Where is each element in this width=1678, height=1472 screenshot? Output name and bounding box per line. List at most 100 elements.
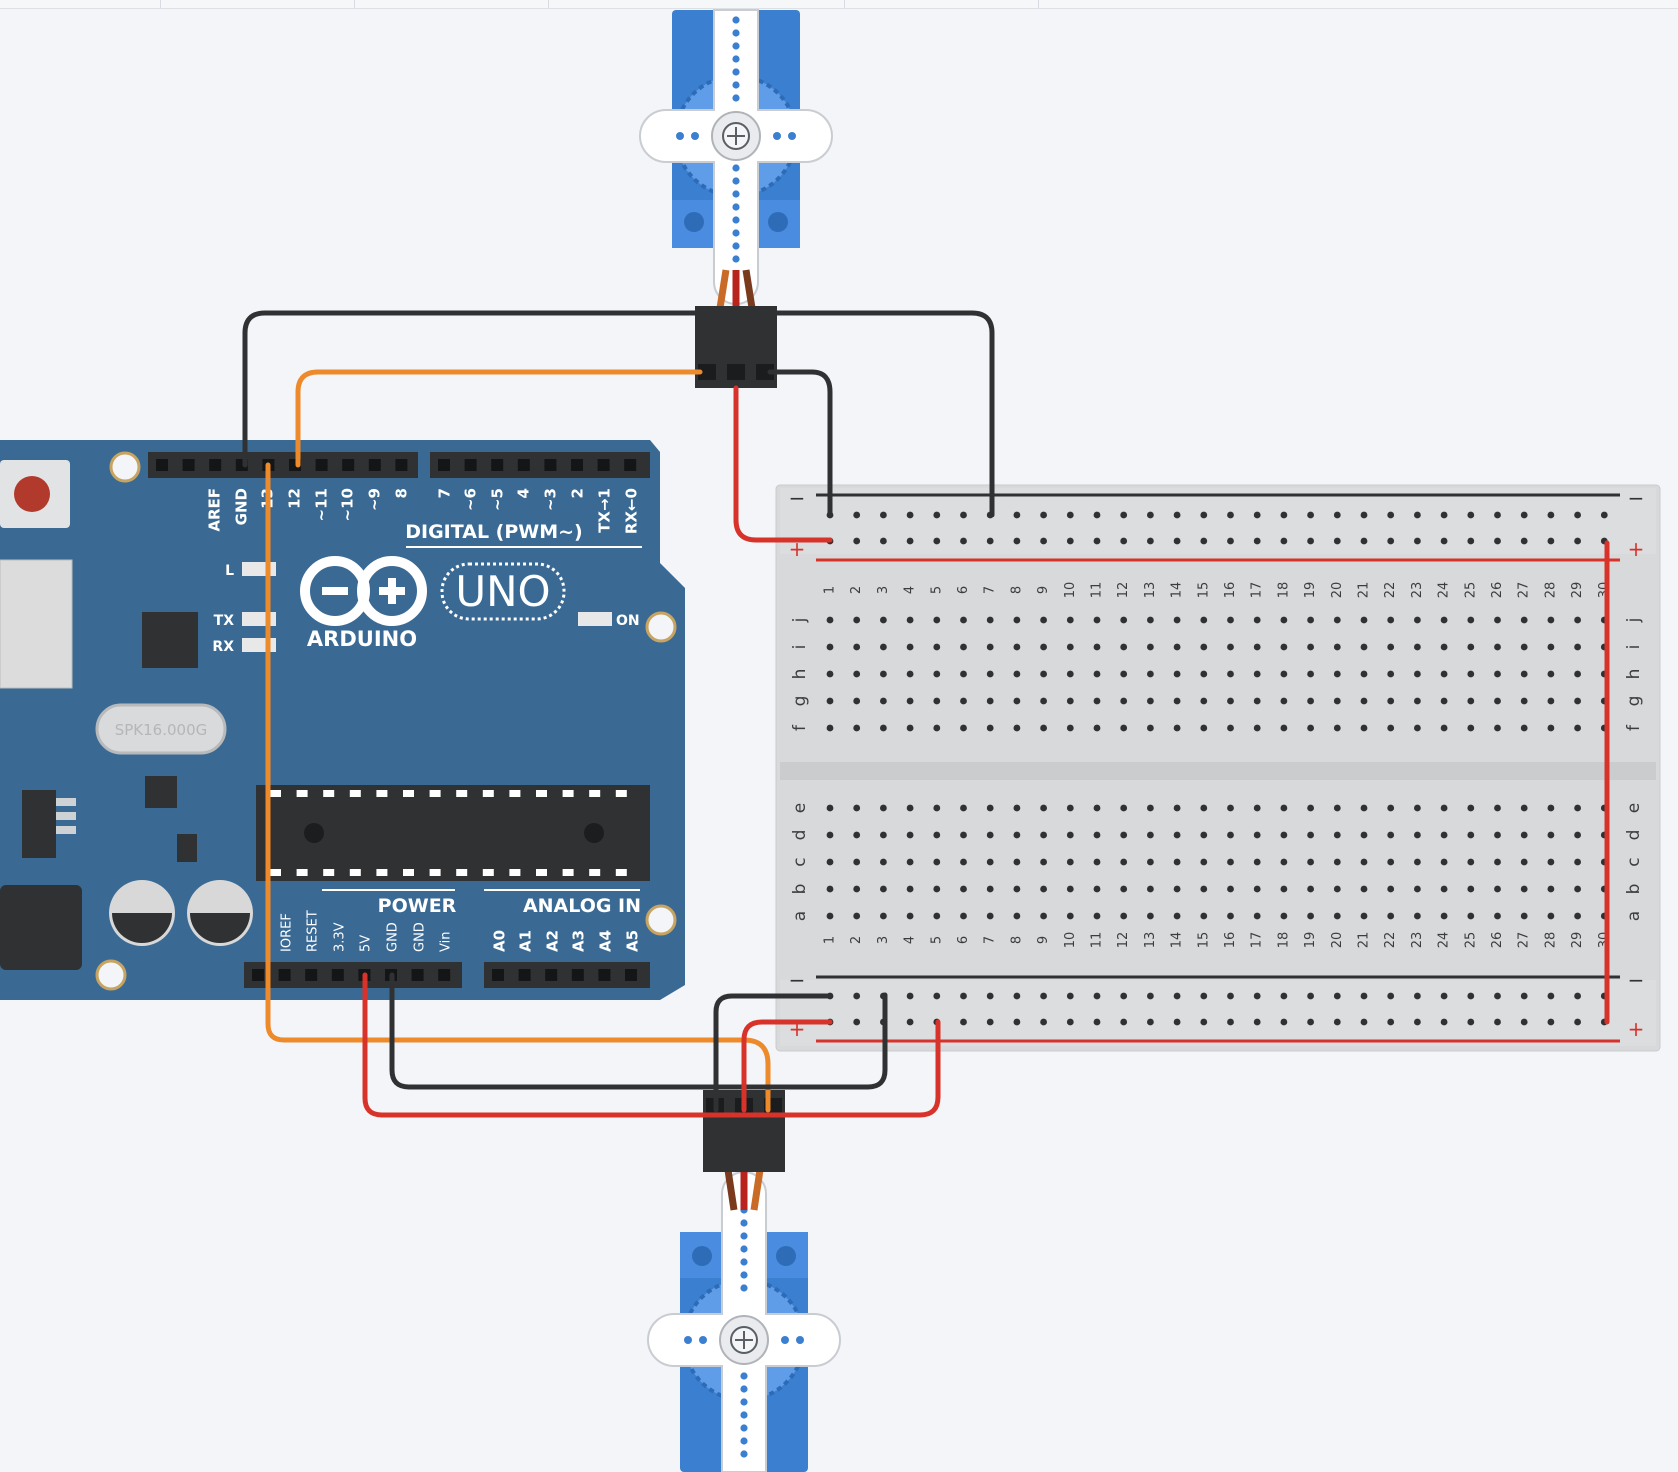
- breadboard-hole[interactable]: [933, 724, 941, 732]
- breadboard-hole[interactable]: [1253, 912, 1261, 920]
- rail-bottom-hole[interactable]: [933, 992, 941, 1000]
- rail-bottom-hole[interactable]: [1574, 992, 1581, 1000]
- breadboard-hole[interactable]: [1440, 912, 1448, 920]
- header-pin-socket[interactable]: [252, 969, 264, 981]
- wire-pin13-to-bottom-servo-signal[interactable]: [265, 462, 771, 1113]
- rail-top-hole[interactable]: [1147, 537, 1154, 545]
- rail-bottom-hole[interactable]: [1414, 1018, 1421, 1026]
- breadboard-hole[interactable]: [1040, 831, 1047, 839]
- breadboard[interactable]: 1122334455667788991010111112121313141415…: [775, 484, 1661, 1052]
- breadboard-hole[interactable]: [1066, 858, 1074, 866]
- breadboard-hole[interactable]: [986, 912, 994, 920]
- rail-top-hole[interactable]: [1520, 537, 1528, 545]
- breadboard-hole[interactable]: [1280, 912, 1288, 920]
- rail-bottom-hole[interactable]: [1307, 1018, 1314, 1026]
- breadboard-hole[interactable]: [1173, 724, 1181, 732]
- breadboard-hole[interactable]: [1253, 616, 1261, 624]
- rail-top-hole[interactable]: [1227, 537, 1234, 545]
- breadboard-hole[interactable]: [1467, 858, 1475, 866]
- header-pin-socket[interactable]: [156, 459, 168, 471]
- breadboard-hole[interactable]: [1093, 670, 1101, 678]
- breadboard-hole[interactable]: [1227, 804, 1234, 812]
- breadboard-hole[interactable]: [986, 670, 994, 678]
- rail-bottom-hole[interactable]: [1093, 1018, 1101, 1026]
- breadboard-hole[interactable]: [1120, 616, 1128, 624]
- servo-top-connector[interactable]: [695, 306, 777, 388]
- breadboard-hole[interactable]: [1547, 885, 1555, 893]
- header-pin-socket[interactable]: [492, 969, 504, 981]
- rail-top-hole[interactable]: [906, 537, 914, 545]
- breadboard-hole[interactable]: [1414, 831, 1421, 839]
- breadboard-hole[interactable]: [1120, 724, 1128, 732]
- rail-bottom-hole[interactable]: [1227, 1018, 1234, 1026]
- breadboard-hole[interactable]: [1280, 697, 1288, 705]
- breadboard-hole[interactable]: [1307, 697, 1314, 705]
- breadboard-hole[interactable]: [1147, 697, 1154, 705]
- rail-bottom-hole[interactable]: [1467, 992, 1475, 1000]
- rail-top-hole[interactable]: [880, 537, 887, 545]
- header-pin-socket[interactable]: [464, 459, 477, 471]
- breadboard-hole[interactable]: [1066, 912, 1074, 920]
- breadboard-hole[interactable]: [1574, 616, 1581, 624]
- rail-bottom-hole[interactable]: [1173, 1018, 1181, 1026]
- breadboard-hole[interactable]: [826, 643, 834, 651]
- breadboard-hole[interactable]: [906, 724, 914, 732]
- breadboard-hole[interactable]: [1494, 616, 1501, 624]
- header-pin-socket[interactable]: [438, 969, 451, 981]
- breadboard-hole[interactable]: [1307, 804, 1314, 812]
- breadboard-hole[interactable]: [1200, 724, 1208, 732]
- rail-bottom-hole[interactable]: [960, 992, 967, 1000]
- arduino-uno-board[interactable]: SPK16.000G L TX RX ON ARDUINO UNO: [0, 440, 685, 1000]
- header-pin-socket[interactable]: [517, 459, 530, 471]
- rail-top-hole[interactable]: [960, 511, 967, 519]
- header-pin-socket[interactable]: [342, 459, 355, 471]
- breadboard-hole[interactable]: [880, 831, 887, 839]
- rail-top-hole[interactable]: [1280, 511, 1288, 519]
- header-pin-socket[interactable]: [395, 459, 408, 471]
- breadboard-hole[interactable]: [1040, 724, 1047, 732]
- breadboard-hole[interactable]: [1253, 858, 1261, 866]
- rail-top-hole[interactable]: [1387, 511, 1395, 519]
- rail-top-hole[interactable]: [933, 537, 941, 545]
- rail-top-hole[interactable]: [1093, 537, 1101, 545]
- breadboard-hole[interactable]: [1280, 804, 1288, 812]
- breadboard-hole[interactable]: [1360, 885, 1368, 893]
- breadboard-hole[interactable]: [826, 912, 834, 920]
- header-pin-socket[interactable]: [545, 969, 558, 981]
- breadboard-hole[interactable]: [853, 670, 861, 678]
- breadboard-hole[interactable]: [1467, 697, 1475, 705]
- breadboard-hole[interactable]: [853, 858, 861, 866]
- rail-top-hole[interactable]: [853, 537, 861, 545]
- wire-top-servo-power-to-rail[interactable]: [733, 385, 833, 543]
- rail-top-hole[interactable]: [1173, 537, 1181, 545]
- rail-bottom-hole[interactable]: [1173, 992, 1181, 1000]
- wire-top-servo-gnd-to-rail[interactable]: [767, 369, 833, 518]
- breadboard-hole[interactable]: [1333, 912, 1341, 920]
- breadboard-hole[interactable]: [1040, 643, 1047, 651]
- rail-top-hole[interactable]: [1494, 537, 1501, 545]
- breadboard-hole[interactable]: [1494, 643, 1501, 651]
- rail-bottom-hole[interactable]: [1280, 1018, 1288, 1026]
- breadboard-hole[interactable]: [1227, 643, 1234, 651]
- rail-top-hole[interactable]: [1520, 511, 1528, 519]
- breadboard-hole[interactable]: [906, 885, 914, 893]
- breadboard-hole[interactable]: [1307, 724, 1314, 732]
- breadboard-hole[interactable]: [1494, 831, 1501, 839]
- breadboard-hole[interactable]: [1200, 616, 1208, 624]
- breadboard-hole[interactable]: [1173, 697, 1181, 705]
- rail-bottom-hole[interactable]: [1333, 992, 1341, 1000]
- breadboard-hole[interactable]: [906, 697, 914, 705]
- breadboard-hole[interactable]: [1574, 724, 1581, 732]
- breadboard-hole[interactable]: [1120, 804, 1128, 812]
- breadboard-hole[interactable]: [1013, 724, 1021, 732]
- breadboard-hole[interactable]: [933, 858, 941, 866]
- breadboard-hole[interactable]: [1520, 858, 1528, 866]
- breadboard-hole[interactable]: [1360, 831, 1368, 839]
- breadboard-hole[interactable]: [1066, 831, 1074, 839]
- breadboard-hole[interactable]: [933, 616, 941, 624]
- breadboard-hole[interactable]: [1013, 643, 1021, 651]
- rail-bottom-hole[interactable]: [1333, 1018, 1341, 1026]
- breadboard-hole[interactable]: [880, 858, 887, 866]
- breadboard-hole[interactable]: [1280, 670, 1288, 678]
- rail-top-hole[interactable]: [933, 511, 941, 519]
